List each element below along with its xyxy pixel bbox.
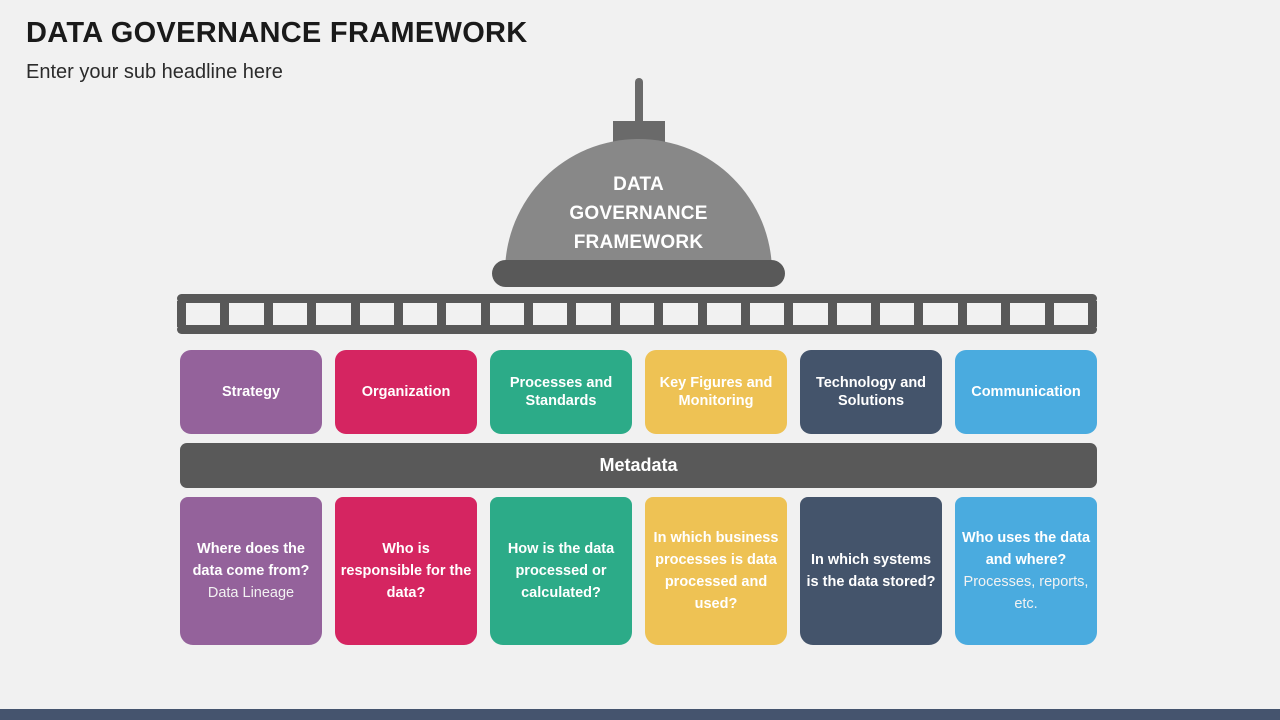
ladder-rung (437, 301, 447, 327)
sub-headline: Enter your sub headline here (26, 60, 283, 83)
question-card[interactable]: Who uses the data and where? Processes, r… (955, 497, 1097, 645)
dome-label: DATA GOVERNANCE FRAMEWORK (505, 170, 772, 257)
ladder-rung (654, 301, 664, 327)
question-card-note: Processes, reports, etc. (963, 574, 1089, 612)
metadata-bar: Metadata (180, 443, 1097, 488)
dome-base (492, 260, 785, 287)
ladder-rung (871, 301, 880, 327)
metadata-label: Metadata (599, 455, 678, 475)
question-card[interactable]: Where does the data come from? Data Linea… (180, 497, 322, 645)
ladder-rung (263, 301, 273, 327)
ladder-rung (524, 301, 533, 327)
ladder-structure (177, 294, 1097, 334)
pillar-card-label: Processes and Standards (509, 375, 613, 409)
question-card[interactable]: Who is responsible for the data? (335, 497, 477, 645)
question-card[interactable]: In which systems is the data stored? (800, 497, 942, 645)
ladder-rung (480, 301, 490, 327)
ladder-rung (567, 301, 577, 327)
pillar-card-label: Organization (361, 384, 451, 400)
question-card-text: In which systems is the data stored? (806, 552, 936, 590)
pillar-card-label: Key Figures and Monitoring (659, 375, 773, 409)
pillar-card[interactable]: Processes and Standards (490, 350, 632, 434)
question-card-text: How is the data processed or calculated? (507, 541, 615, 601)
dome-label-line-2: GOVERNANCE (569, 203, 708, 224)
ladder-rung (697, 301, 707, 327)
page-title: DATA GOVERNANCE FRAMEWORK (26, 17, 528, 49)
pillar-card[interactable]: Technology and Solutions (800, 350, 942, 434)
ladder-rung (177, 301, 186, 327)
ladder-rung (957, 301, 967, 327)
ladder-rung (827, 301, 837, 327)
ladder-rung (610, 301, 620, 327)
ladder-rung (393, 301, 403, 327)
pillar-card[interactable]: Organization (335, 350, 477, 434)
question-card-row: Where does the data come from? Data Linea… (180, 497, 1097, 645)
pillar-card-row: Strategy Organization Processes and Standa… (180, 350, 1097, 434)
dome-label-line-1: DATA (613, 174, 664, 195)
ladder-rung (784, 301, 794, 327)
dome-label-line-3: FRAMEWORK (573, 232, 704, 253)
ladder-rung (1001, 301, 1011, 327)
pillar-card[interactable]: Strategy (180, 350, 322, 434)
question-card[interactable]: In which business processes is data proc… (645, 497, 787, 645)
question-card-text: Who uses the data and where? (961, 530, 1091, 568)
pillar-card[interactable]: Communication (955, 350, 1097, 434)
ladder-rung (220, 301, 230, 327)
ladder-rung (350, 301, 360, 327)
ladder-rail-bottom (177, 325, 1097, 334)
question-card-text: Who is responsible for the data? (340, 541, 472, 601)
dome-diagram: DATA GOVERNANCE FRAMEWORK (492, 78, 785, 287)
question-card[interactable]: How is the data processed or calculated? (490, 497, 632, 645)
pillar-card-label: Technology and Solutions (815, 375, 927, 409)
pillar-card-label: Strategy (221, 384, 281, 400)
footer-bar (0, 709, 1280, 720)
ladder-rung (1044, 301, 1054, 327)
question-card-text: Where does the data come from? (192, 541, 310, 579)
pillar-card-label: Communication (971, 384, 1081, 400)
ladder-rungs (177, 301, 1097, 327)
ladder-rung (307, 301, 317, 327)
ladder-rung (740, 301, 750, 327)
ladder-rung (914, 301, 924, 327)
header: DATA GOVERNANCE FRAMEWORK Enter your sub… (26, 17, 1026, 83)
ladder-rail-top (177, 294, 1097, 303)
antenna-rod-icon (635, 78, 643, 126)
question-card-note: Data Lineage (207, 585, 295, 601)
question-card-text: In which business processes is data proc… (653, 530, 779, 612)
ladder-rung (1087, 301, 1097, 327)
pillar-card[interactable]: Key Figures and Monitoring (645, 350, 787, 434)
